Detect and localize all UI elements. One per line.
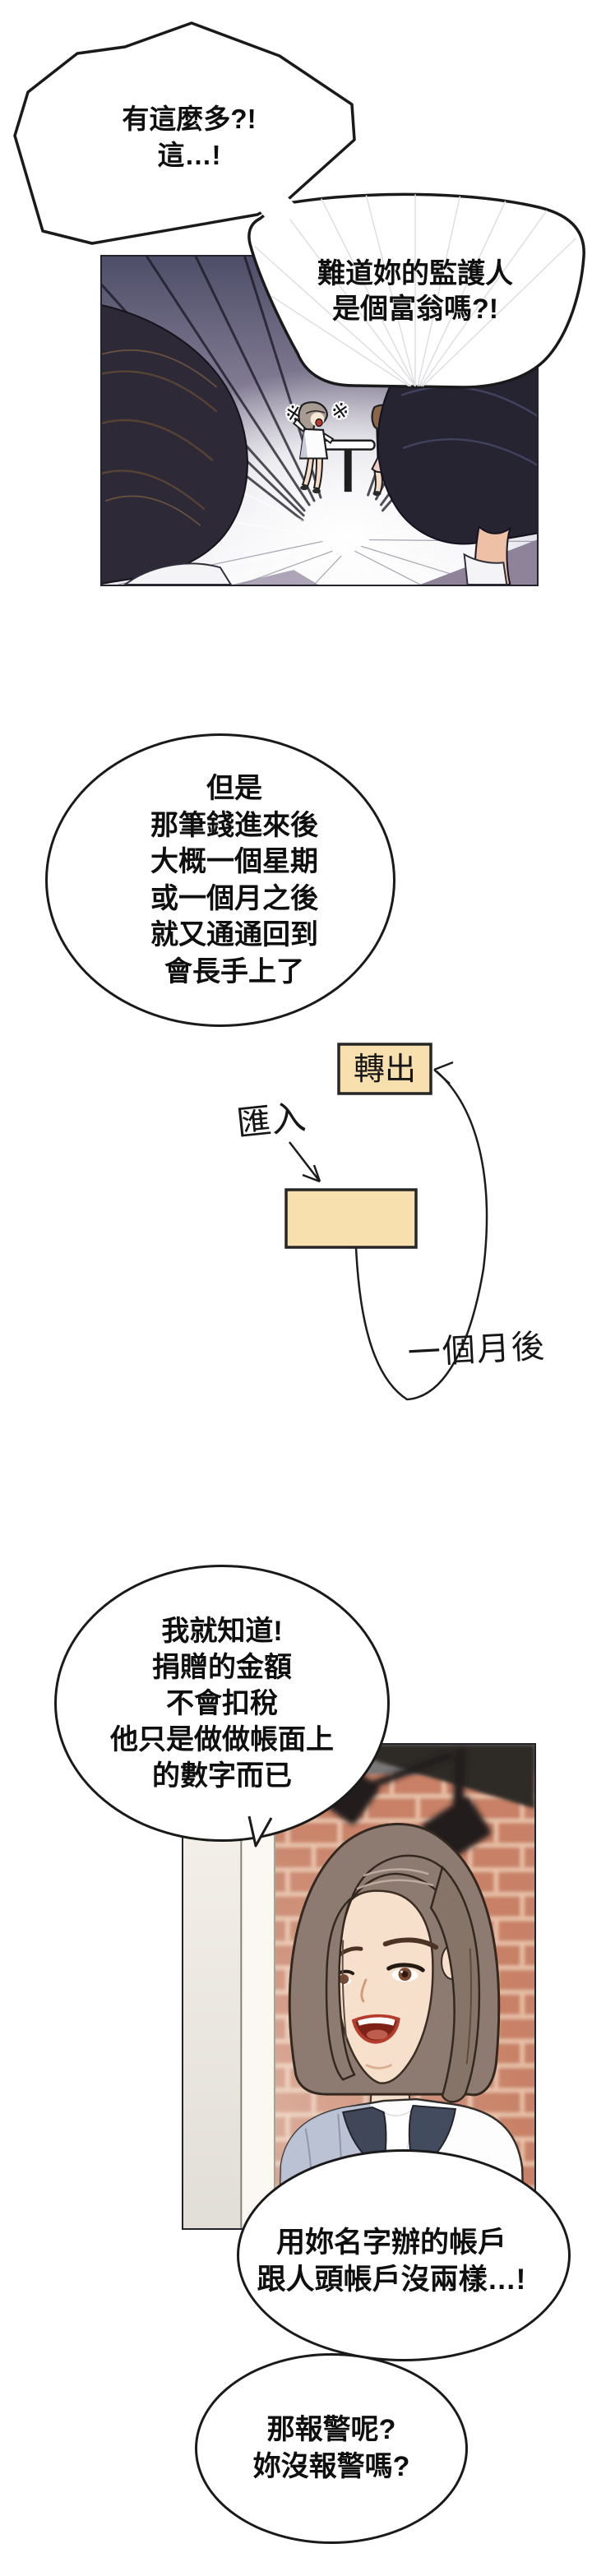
bubble3-line: 或一個月之後: [150, 882, 318, 914]
loop-arrow-curve: [354, 1071, 488, 1401]
woman-mouth-open: [351, 2014, 400, 2044]
bubble5-line: 跟人頭帳戶沒兩樣…!: [257, 2264, 526, 2296]
speech-bubble-5: 用妳名字辦的帳戶 跟人頭帳戶沒兩樣…!: [237, 2149, 571, 2361]
bubble4-line: 他只是做做帳面上: [110, 1723, 334, 1755]
woman-hair-front: [325, 1854, 481, 2103]
chin-shadow: [365, 2064, 393, 2070]
speech-bubble-3: 但是 那筆錢進來後 大概一個星期 或一個月之後 就又通通回到 會長手上了: [45, 733, 395, 1027]
white-pillar: [183, 1793, 275, 2228]
onlooker-shoulder-left: [123, 562, 232, 585]
bubble3-line: 但是: [206, 773, 262, 804]
panel-2-art: [183, 1745, 534, 2228]
bubble6-line: 那報警呢?: [266, 2414, 396, 2445]
bubble3-line: 大概一個星期: [150, 846, 318, 877]
onlooker-shoulder-right: [463, 553, 508, 585]
eyebrow-right: [382, 1937, 439, 1950]
bubble3-line: 會長手上了: [164, 955, 304, 987]
transfer-out-box: [337, 1043, 432, 1095]
speech-bubble-1-shape: [13, 21, 356, 245]
bubble4-line: 不會扣稅: [166, 1687, 278, 1719]
bubble3-line: 就又通通回到: [150, 919, 318, 950]
bubble3-line: 那筆錢進來後: [150, 809, 318, 841]
time-label: 一個月後: [407, 1328, 547, 1373]
bubble4-line: 捐贈的金額: [152, 1651, 292, 1683]
speech-bubble-6: 那報警呢? 妳沒報警嗎?: [195, 2353, 468, 2544]
panel-2-woman-scene: [182, 1743, 536, 2230]
bubble4-line: 我就知道!: [161, 1615, 283, 1647]
bubble4-tail: [247, 1815, 273, 1848]
speech-bubble-4: 我就知道! 捐贈的金額 不會扣稅 他只是做做帳面上 的數字而已: [54, 1565, 390, 1842]
account-box: [284, 1188, 418, 1249]
money-flow-diagram: 轉出 匯入 一個月後: [234, 1043, 547, 1401]
bubble-connector-neck: [257, 191, 301, 230]
top-bubbles-art: [13, 21, 585, 389]
transfer-out-box-label: 轉出: [354, 1051, 416, 1087]
bubble5-line: 用妳名字辦的帳戶: [275, 2227, 506, 2259]
loop-arrow-head: [433, 1061, 454, 1085]
speech-bubble-2-shape: [247, 192, 585, 389]
chibi-figure-left: [292, 401, 335, 494]
bubble2-focus-lines: [254, 194, 576, 387]
woman-nose: [360, 1978, 368, 2003]
transfer-in-label: 匯入: [234, 1097, 308, 1145]
floor-shadow-left: [232, 570, 319, 585]
transfer-in-arrow: [289, 1141, 321, 1183]
bubble6-line: 妳沒報警嗎?: [252, 2451, 410, 2482]
bubble4-line: 的數字而已: [152, 1760, 292, 1792]
